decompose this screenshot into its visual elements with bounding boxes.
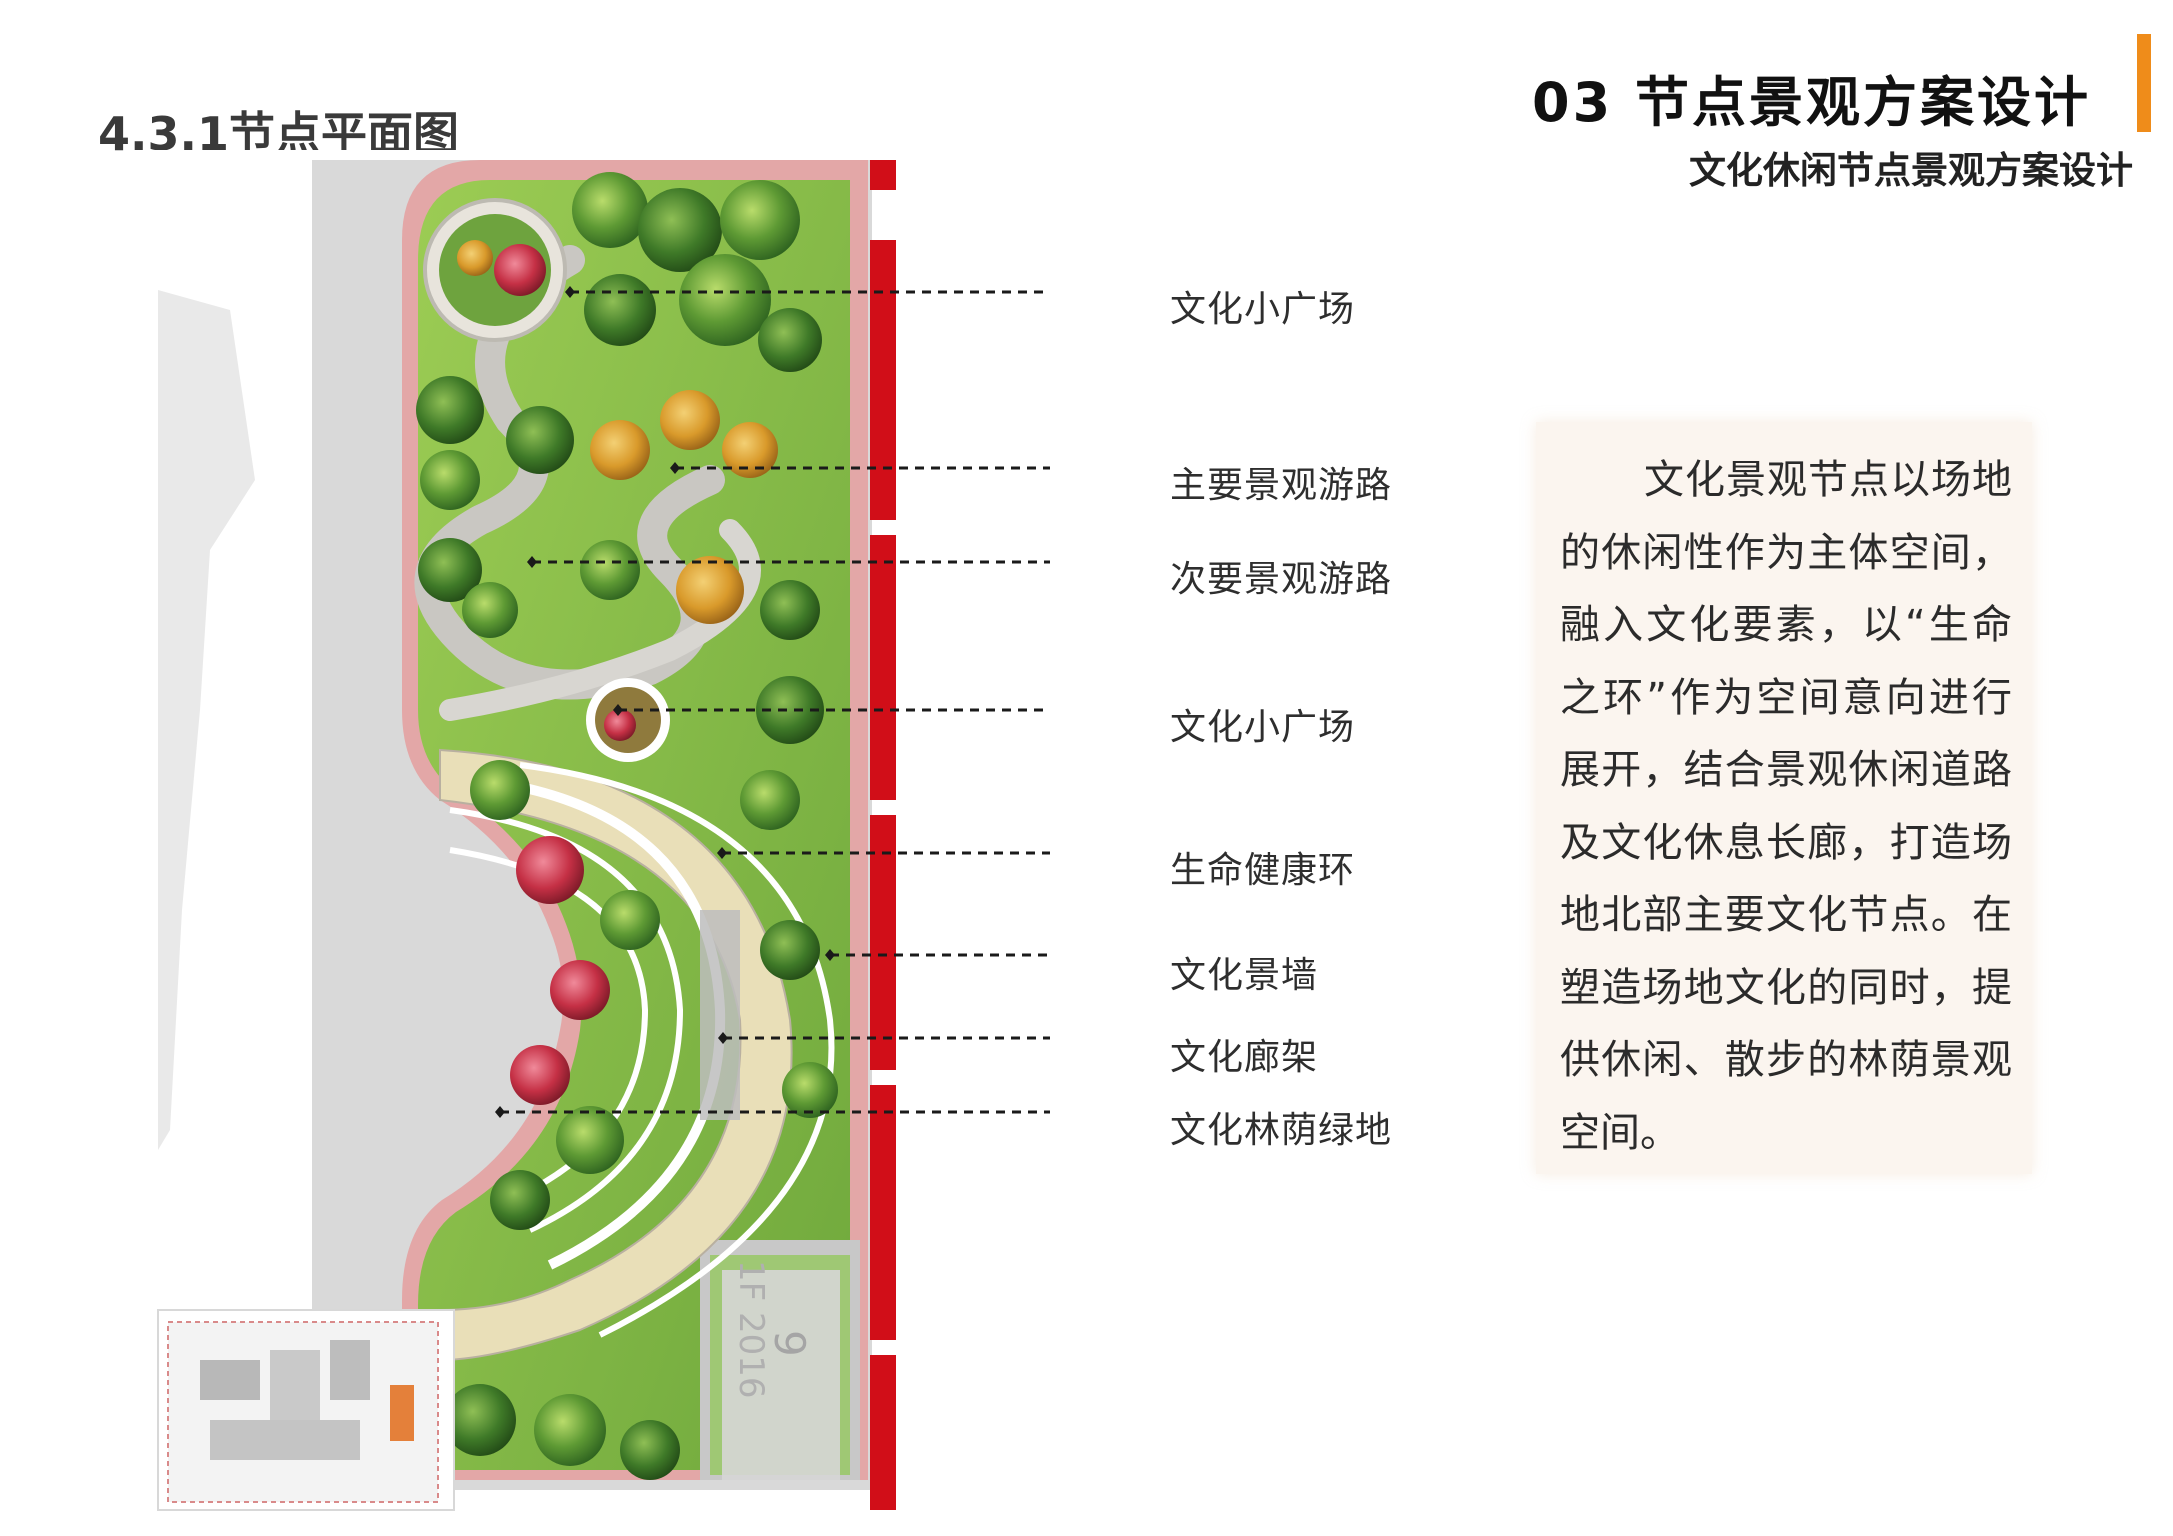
- key-map-buildings: [200, 1360, 260, 1400]
- label-culture-wall: 文化景墙: [1170, 955, 1319, 996]
- secondary-path: [414, 245, 725, 700]
- description-box: 文化景观节点以场地的休闲性作为主体空间，融入文化要素，以“生命之环”作为空间意向…: [1536, 422, 2032, 1174]
- leader-lines: [500, 290, 1050, 1114]
- red-strip: [870, 160, 896, 1510]
- label-culture-plaza-2: 文化小广场: [1170, 707, 1356, 748]
- plan-labels: 文化小广场 主要景观游路 次要景观游路 文化小广场 生命健康环 文化景墙 文化廊…: [1170, 0, 1490, 1536]
- leader-end-markers: [495, 286, 835, 1118]
- site-plan-drawing: 9 1F 2016: [150, 150, 1050, 1530]
- description-text: 文化景观节点以场地的休闲性作为主体空间，融入文化要素，以“生命之环”作为空间意向…: [1560, 457, 2012, 1156]
- label-secondary-path: 次要景观游路: [1170, 559, 1393, 600]
- key-map-highlight: [390, 1385, 414, 1441]
- outer-arc-wall: [519, 762, 835, 1338]
- page-header-title: 03 节点景观方案设计: [1532, 71, 2091, 134]
- header-accent-bar: [2137, 34, 2151, 132]
- page-header-subtitle: 文化休闲节点景观方案设计: [1689, 149, 2133, 192]
- label-culture-shade-green: 文化林荫绿地: [1170, 1110, 1393, 1151]
- label-life-health-ring: 生命健康环: [1170, 850, 1356, 891]
- building-number: 9: [765, 1330, 814, 1357]
- label-main-path: 主要景观游路: [1170, 465, 1393, 506]
- label-culture-plaza-1: 文化小广场: [1170, 289, 1356, 330]
- neighbor-building-shadow: [158, 290, 255, 1150]
- label-culture-gallery: 文化廊架: [1170, 1037, 1319, 1078]
- building-marking: 1F 2016: [731, 1260, 771, 1399]
- building-roof: [722, 1270, 840, 1480]
- culture-wall-block: [700, 910, 740, 1120]
- main-path: [439, 519, 761, 721]
